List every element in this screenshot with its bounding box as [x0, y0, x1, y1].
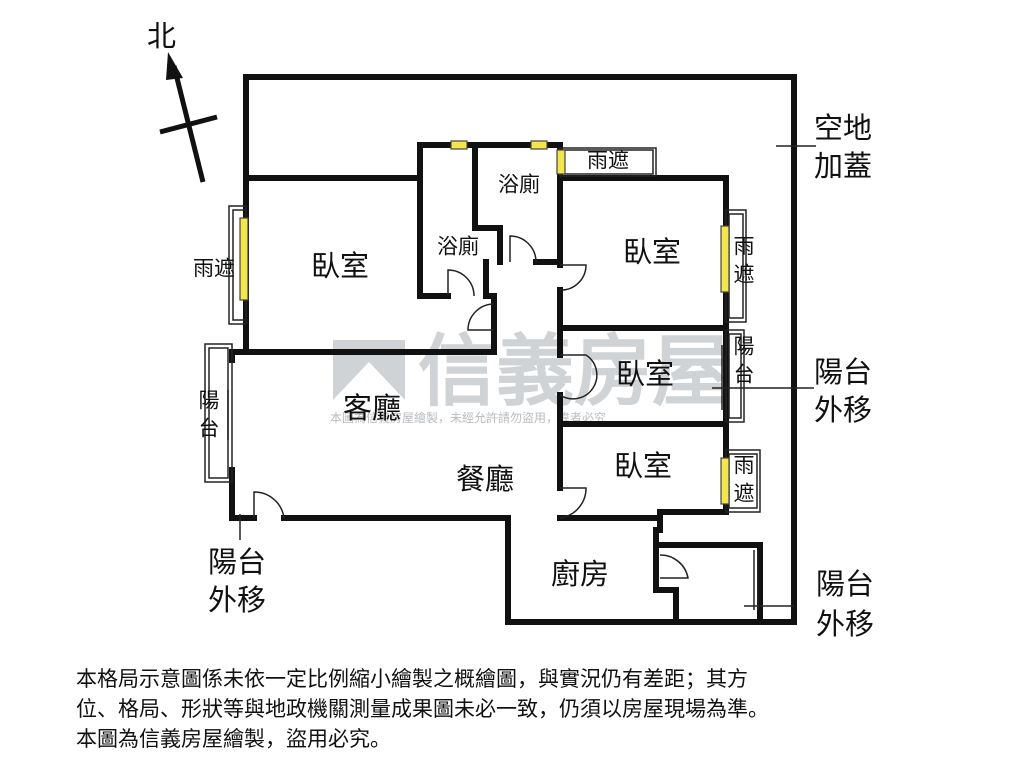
disclaimer-line-2: 位、格局、形狀等與地政機關測量成果圖未必一致，仍須以房屋現場為準。: [76, 697, 769, 721]
windows: [239, 140, 730, 505]
outer-boundary: [243, 74, 797, 625]
disclaimer-note: 本格局示意圖係未依一定比例縮小繪製之概繪圖，與實況仍有差距；其方 位、格局、形狀…: [76, 664, 976, 754]
room-dining: 餐廳: [456, 462, 514, 496]
watermark-copyright: 本圖為信義房屋繪製，未經允許請勿盜用，違者必究: [330, 410, 606, 425]
room-bedroom-4: 臥室: [614, 449, 672, 483]
callout-vacant: 空地 加蓋: [776, 111, 872, 183]
room-labels: 臥室 浴廁 浴廁 臥室 臥室 臥室 客廳 餐廳 廚房: [311, 173, 681, 592]
room-bedroom-1: 臥室: [311, 249, 369, 283]
disclaimer-line-1: 本格局示意圖係未依一定比例縮小繪製之概繪圖，與實況仍有差距；其方: [76, 667, 748, 691]
callout-vacant-line2: 加蓋: [814, 149, 872, 183]
room-living: 客廳: [343, 391, 401, 425]
room-kitchen: 廚房: [551, 557, 609, 591]
canopy-right-top: 雨 遮: [725, 209, 755, 323]
balcony-left-label-1: 陽: [199, 389, 220, 413]
balcony-left: 陽 台: [199, 343, 233, 483]
canopy-left-label: 雨遮: [193, 257, 235, 281]
watermark: 信義房屋 本圖為信義房屋繪製，未經允許請勿盜用，違者必究: [330, 326, 730, 425]
callout-balcony-right-2-line2: 外移: [816, 607, 874, 641]
room-bath-1: 浴廁: [437, 235, 479, 259]
balcony-right-label-2: 台: [734, 363, 755, 387]
balcony-left-label-2: 台: [199, 417, 220, 441]
room-bedroom-2: 臥室: [623, 235, 681, 269]
window-bath2: [530, 140, 548, 150]
sliding-doors: [721, 345, 794, 610]
callout-balcony-right-2: 陽台 外移: [816, 567, 874, 641]
balcony-right-label-1: 陽: [734, 335, 755, 359]
canopy-right-bottom: 雨 遮: [725, 449, 761, 513]
canopy-left: 雨遮: [193, 205, 247, 325]
callout-balcony-left-line2: 外移: [208, 583, 266, 617]
callout-vacant-line1: 空地: [814, 111, 872, 145]
callout-balcony-right-1-line1: 陽台: [814, 355, 872, 389]
canopy-right-bottom-label-1: 雨: [734, 454, 755, 478]
window-left: [239, 217, 249, 301]
callout-balcony-left: 陽台 外移: [208, 514, 266, 617]
canopy-right-top-label-2: 遮: [734, 263, 755, 287]
callout-balcony-right-1-line2: 外移: [814, 393, 872, 427]
callout-balcony-right-2-line1: 陽台: [816, 567, 874, 601]
canopy-top-label: 雨遮: [587, 149, 629, 173]
room-bedroom-3: 臥室: [616, 357, 674, 391]
north-arrow-icon: [159, 52, 218, 183]
canopy-top: 雨遮: [559, 147, 657, 177]
callout-balcony-right-1: 陽台 外移: [712, 355, 872, 427]
canopy-right-top-label-1: 雨: [734, 235, 755, 259]
canopy-right-bottom-label-2: 遮: [734, 482, 755, 506]
window-right-top: [720, 225, 730, 293]
compass-label: 北: [147, 19, 176, 53]
disclaimer-line-3: 本圖為信義房屋繪製，盜用必究。: [76, 727, 391, 751]
window-canopy: [556, 149, 566, 175]
window-bath1: [450, 140, 468, 150]
floor-plan: 信義房屋 本圖為信義房屋繪製，未經允許請勿盜用，違者必究 北: [147, 19, 874, 641]
watermark-brand: 信義房屋: [418, 326, 730, 417]
interior-walls: [229, 142, 763, 625]
window-right-bottom: [720, 457, 730, 505]
doors: [253, 235, 689, 579]
room-bath-2: 浴廁: [498, 173, 540, 197]
callout-balcony-left-line1: 陽台: [208, 545, 266, 579]
balcony-right: 陽 台: [725, 329, 755, 423]
